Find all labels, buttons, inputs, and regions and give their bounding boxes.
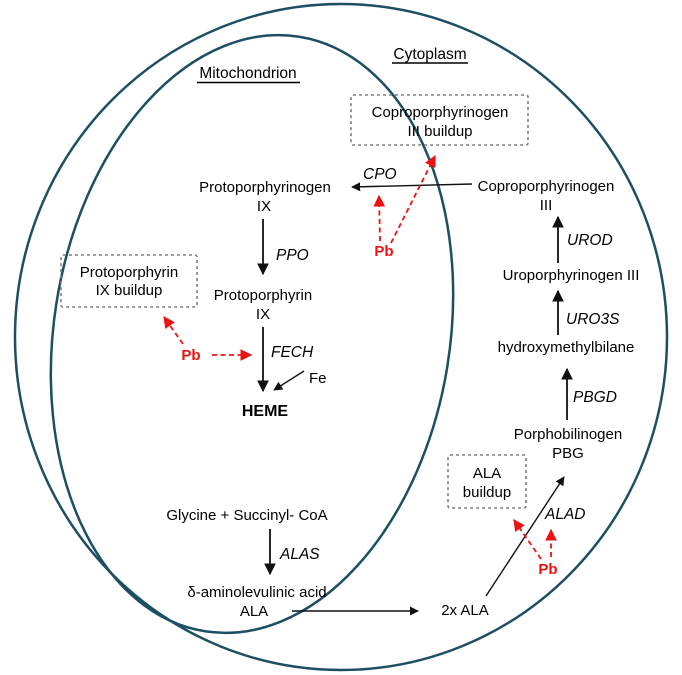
protoporphyrin-label-line2: IX: [256, 306, 270, 323]
protoporphyrinogen-label-line2: IX: [257, 198, 271, 215]
cell-membrane-ellipse: [13, 2, 669, 672]
pb-ala-buildup-arrow: [513, 519, 542, 560]
alas-enzyme-label: ALAS: [279, 546, 320, 563]
copro-buildup-box: [350, 94, 529, 146]
ala-buildup-line1: ALA: [473, 465, 501, 482]
pb-cpo-inhibit-arrow: [373, 194, 386, 242]
uroporphyrinogen-label: Uroporphyrinogen III: [503, 267, 640, 284]
proto-buildup-line2: IX buildup: [96, 282, 163, 299]
protoporphyrin-label-line1: Protoporphyrin: [214, 287, 312, 304]
fe-arrow: [273, 370, 305, 391]
pb-label-alad: Pb: [538, 561, 557, 578]
hydroxymethylbilane-label: hydroxymethylbilane: [498, 339, 635, 356]
ala-label-line1: δ-aminolevulinic acid: [187, 584, 326, 601]
alad-enzyme-label: ALAD: [544, 506, 586, 523]
pb-label-cpo: Pb: [374, 243, 393, 260]
copro-buildup-line1: Coproporphyrinogen: [372, 104, 509, 121]
porphobilinogen-label-line2: PBG: [552, 445, 584, 462]
glycine-succinyl-label: Glycine + Succinyl- CoA: [166, 507, 327, 524]
heme-label: HEME: [242, 403, 289, 420]
porphobilinogen-label-line1: Porphobilinogen: [514, 426, 622, 443]
fe-label: Fe: [309, 370, 327, 387]
pb-proto-buildup-arrow: [163, 316, 184, 345]
copro-buildup-line2: III buildup: [407, 123, 472, 140]
protoporphyrinogen-label-line1: Protoporphyrinogen: [199, 179, 331, 196]
pb-label-fech: Pb: [181, 347, 200, 364]
coproporphyrinogen-label-line1: Coproporphyrinogen: [478, 178, 615, 195]
cpo-arrow: [351, 182, 473, 192]
proto-buildup-line1: Protoporphyrin: [80, 264, 178, 281]
mitochondrion-membrane-ellipse: [49, 33, 455, 635]
two-ala-label: 2x ALA: [441, 602, 489, 619]
fech-enzyme-label: FECH: [271, 344, 314, 361]
cytoplasm-label: Cytoplasm: [393, 46, 466, 63]
ppo-enzyme-label: PPO: [276, 247, 309, 264]
coproporphyrinogen-label-line2: III: [540, 197, 553, 214]
ala-buildup-box: [447, 454, 527, 509]
ala-buildup-line2: buildup: [463, 484, 511, 501]
pb-copro-buildup-arrow: [390, 154, 436, 244]
mitochondrion-label: Mitochondrion: [199, 65, 296, 82]
proto-buildup-box: [60, 254, 198, 308]
ala-label-line2: ALA: [240, 603, 268, 620]
uro3s-enzyme-label: URO3S: [566, 311, 620, 328]
pbgd-enzyme-label: PBGD: [573, 389, 617, 406]
urod-enzyme-label: UROD: [567, 232, 613, 249]
cpo-enzyme-label: CPO: [363, 166, 397, 183]
